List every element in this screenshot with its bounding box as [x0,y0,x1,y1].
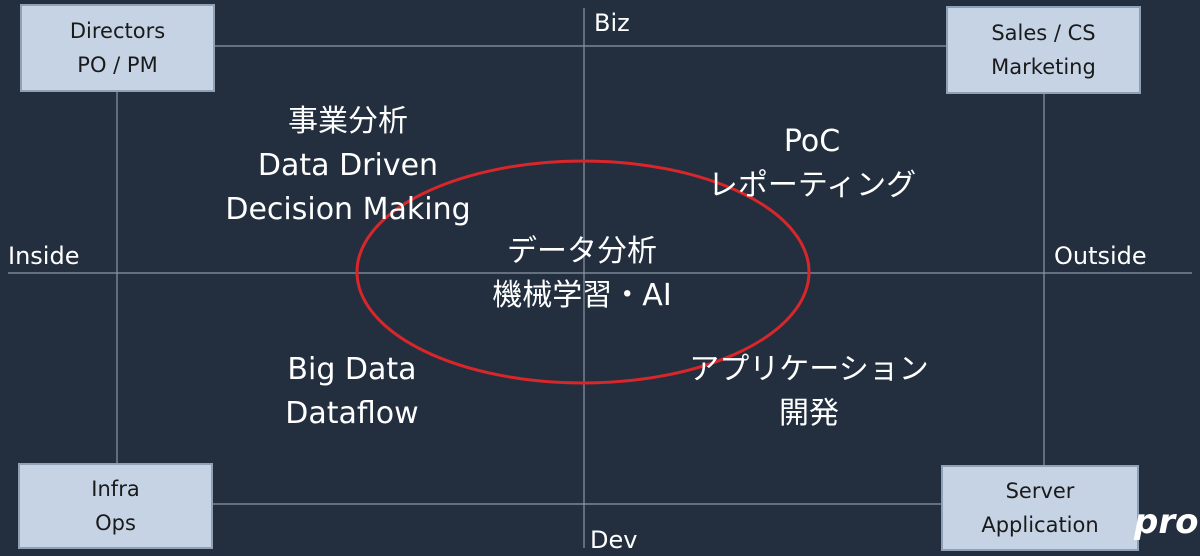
center-highlight-ellipse [355,159,811,385]
corner-box-bottom-right-line2: Application [981,513,1099,537]
quadrant-top-left-line2: Data Driven [257,148,439,183]
corner-box-top-left: Directors PO / PM [20,4,215,92]
quadrant-top-left-text: 事業分析 Data Driven Decision Making [198,100,498,232]
quadrant-top-right-text: PoC レポーティング [672,120,952,208]
quadrant-bottom-left-text: Big Data Dataflow [232,348,472,436]
corner-box-bottom-right-line1: Server [1005,479,1075,503]
corner-box-bottom-left-line2: Ops [95,511,136,535]
quadrant-bottom-right-line2: 開発 [779,396,839,431]
quadrant-center-line1: データ分析 [507,234,657,269]
corner-box-top-left-line1: Directors [69,19,166,43]
quadrant-top-right-line2: レポーティング [707,168,917,203]
quadrant-bottom-right-text: アプリケーション 開発 [664,348,954,436]
axis-label-top: Biz [594,9,630,37]
corner-box-bottom-left-line1: Infra [91,477,140,501]
quadrant-center-line2: 機械学習・AI [492,278,672,313]
corner-box-top-right-line2: Marketing [991,55,1096,79]
quadrant-bottom-right-line1: アプリケーション [689,352,929,387]
quadrant-center-text: データ分析 機械学習・AI [432,230,732,318]
corner-box-bottom-left: Infra Ops [18,463,213,549]
corner-box-top-right-line1: Sales / CS [991,21,1096,45]
axis-label-left: Inside [8,242,80,270]
quadrant-bottom-left-line1: Big Data [287,352,417,387]
corner-box-bottom-right: Server Application [941,465,1139,551]
quadrant-top-left-line3: Decision Making [225,192,471,227]
quadrant-top-right-line1: PoC [783,124,841,159]
corner-box-top-right: Sales / CS Marketing [946,6,1141,94]
axis-label-bottom: Dev [590,526,638,554]
axis-label-right: Outside [1054,242,1147,270]
quadrant-bottom-left-line2: Dataflow [285,396,419,431]
quadrant-top-left-line1: 事業分析 [288,104,408,139]
corner-box-top-left-line2: PO / PM [77,53,158,77]
brand-logo-fragment: pro [1134,502,1199,542]
